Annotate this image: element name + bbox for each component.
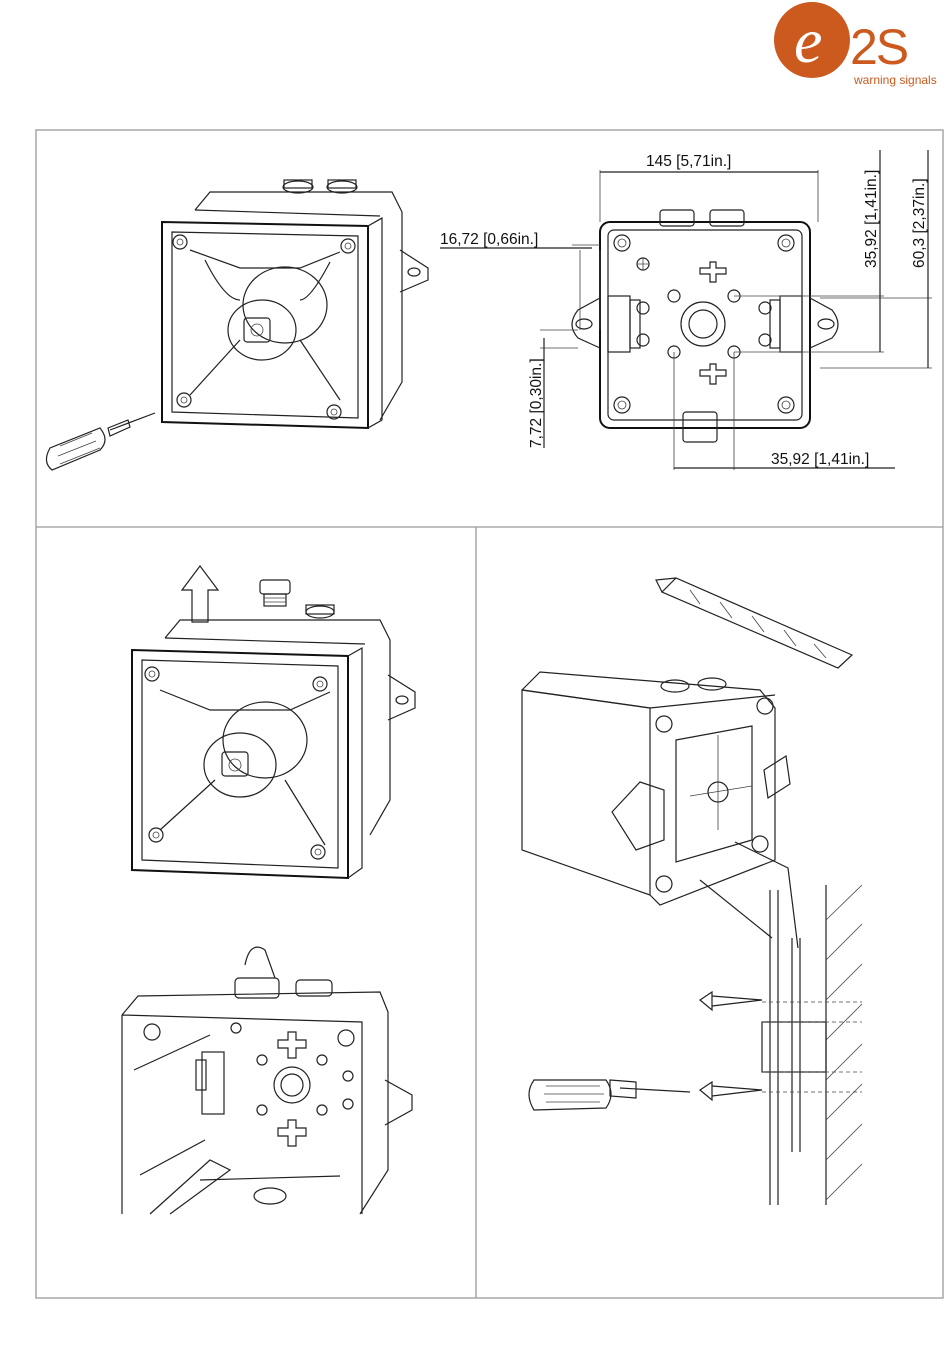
up-arrow-icon xyxy=(182,566,218,622)
dim-hole-spacing-h-label: 35,92 [1,41in.] xyxy=(771,451,869,468)
dimension-drawing: 145 [5,71in.] 16,72 [0,66in.] 7,72 [0,30… xyxy=(440,150,932,470)
dim-left-offset-label: 16,72 [0,66in.] xyxy=(440,231,538,248)
wall-section-view xyxy=(700,885,862,1205)
gland-removal-view xyxy=(132,566,415,878)
dim-mount-height-label: 60,3 [2,37in.] xyxy=(911,178,928,268)
drill-bit-icon xyxy=(656,578,852,668)
dim-width-label: 145 [5,71in.] xyxy=(646,153,731,170)
sounder-front-view xyxy=(162,180,428,428)
screwdriver-2-icon xyxy=(529,1080,690,1110)
screwdriver-icon xyxy=(46,413,155,470)
wall-mount-box-view xyxy=(522,672,798,948)
dim-lug-offset-label: 7,72 [0,30in.] xyxy=(528,358,545,448)
dim-hole-spacing-v-label: 35,92 [1,41in.] xyxy=(863,170,880,268)
open-box-view xyxy=(122,947,412,1214)
